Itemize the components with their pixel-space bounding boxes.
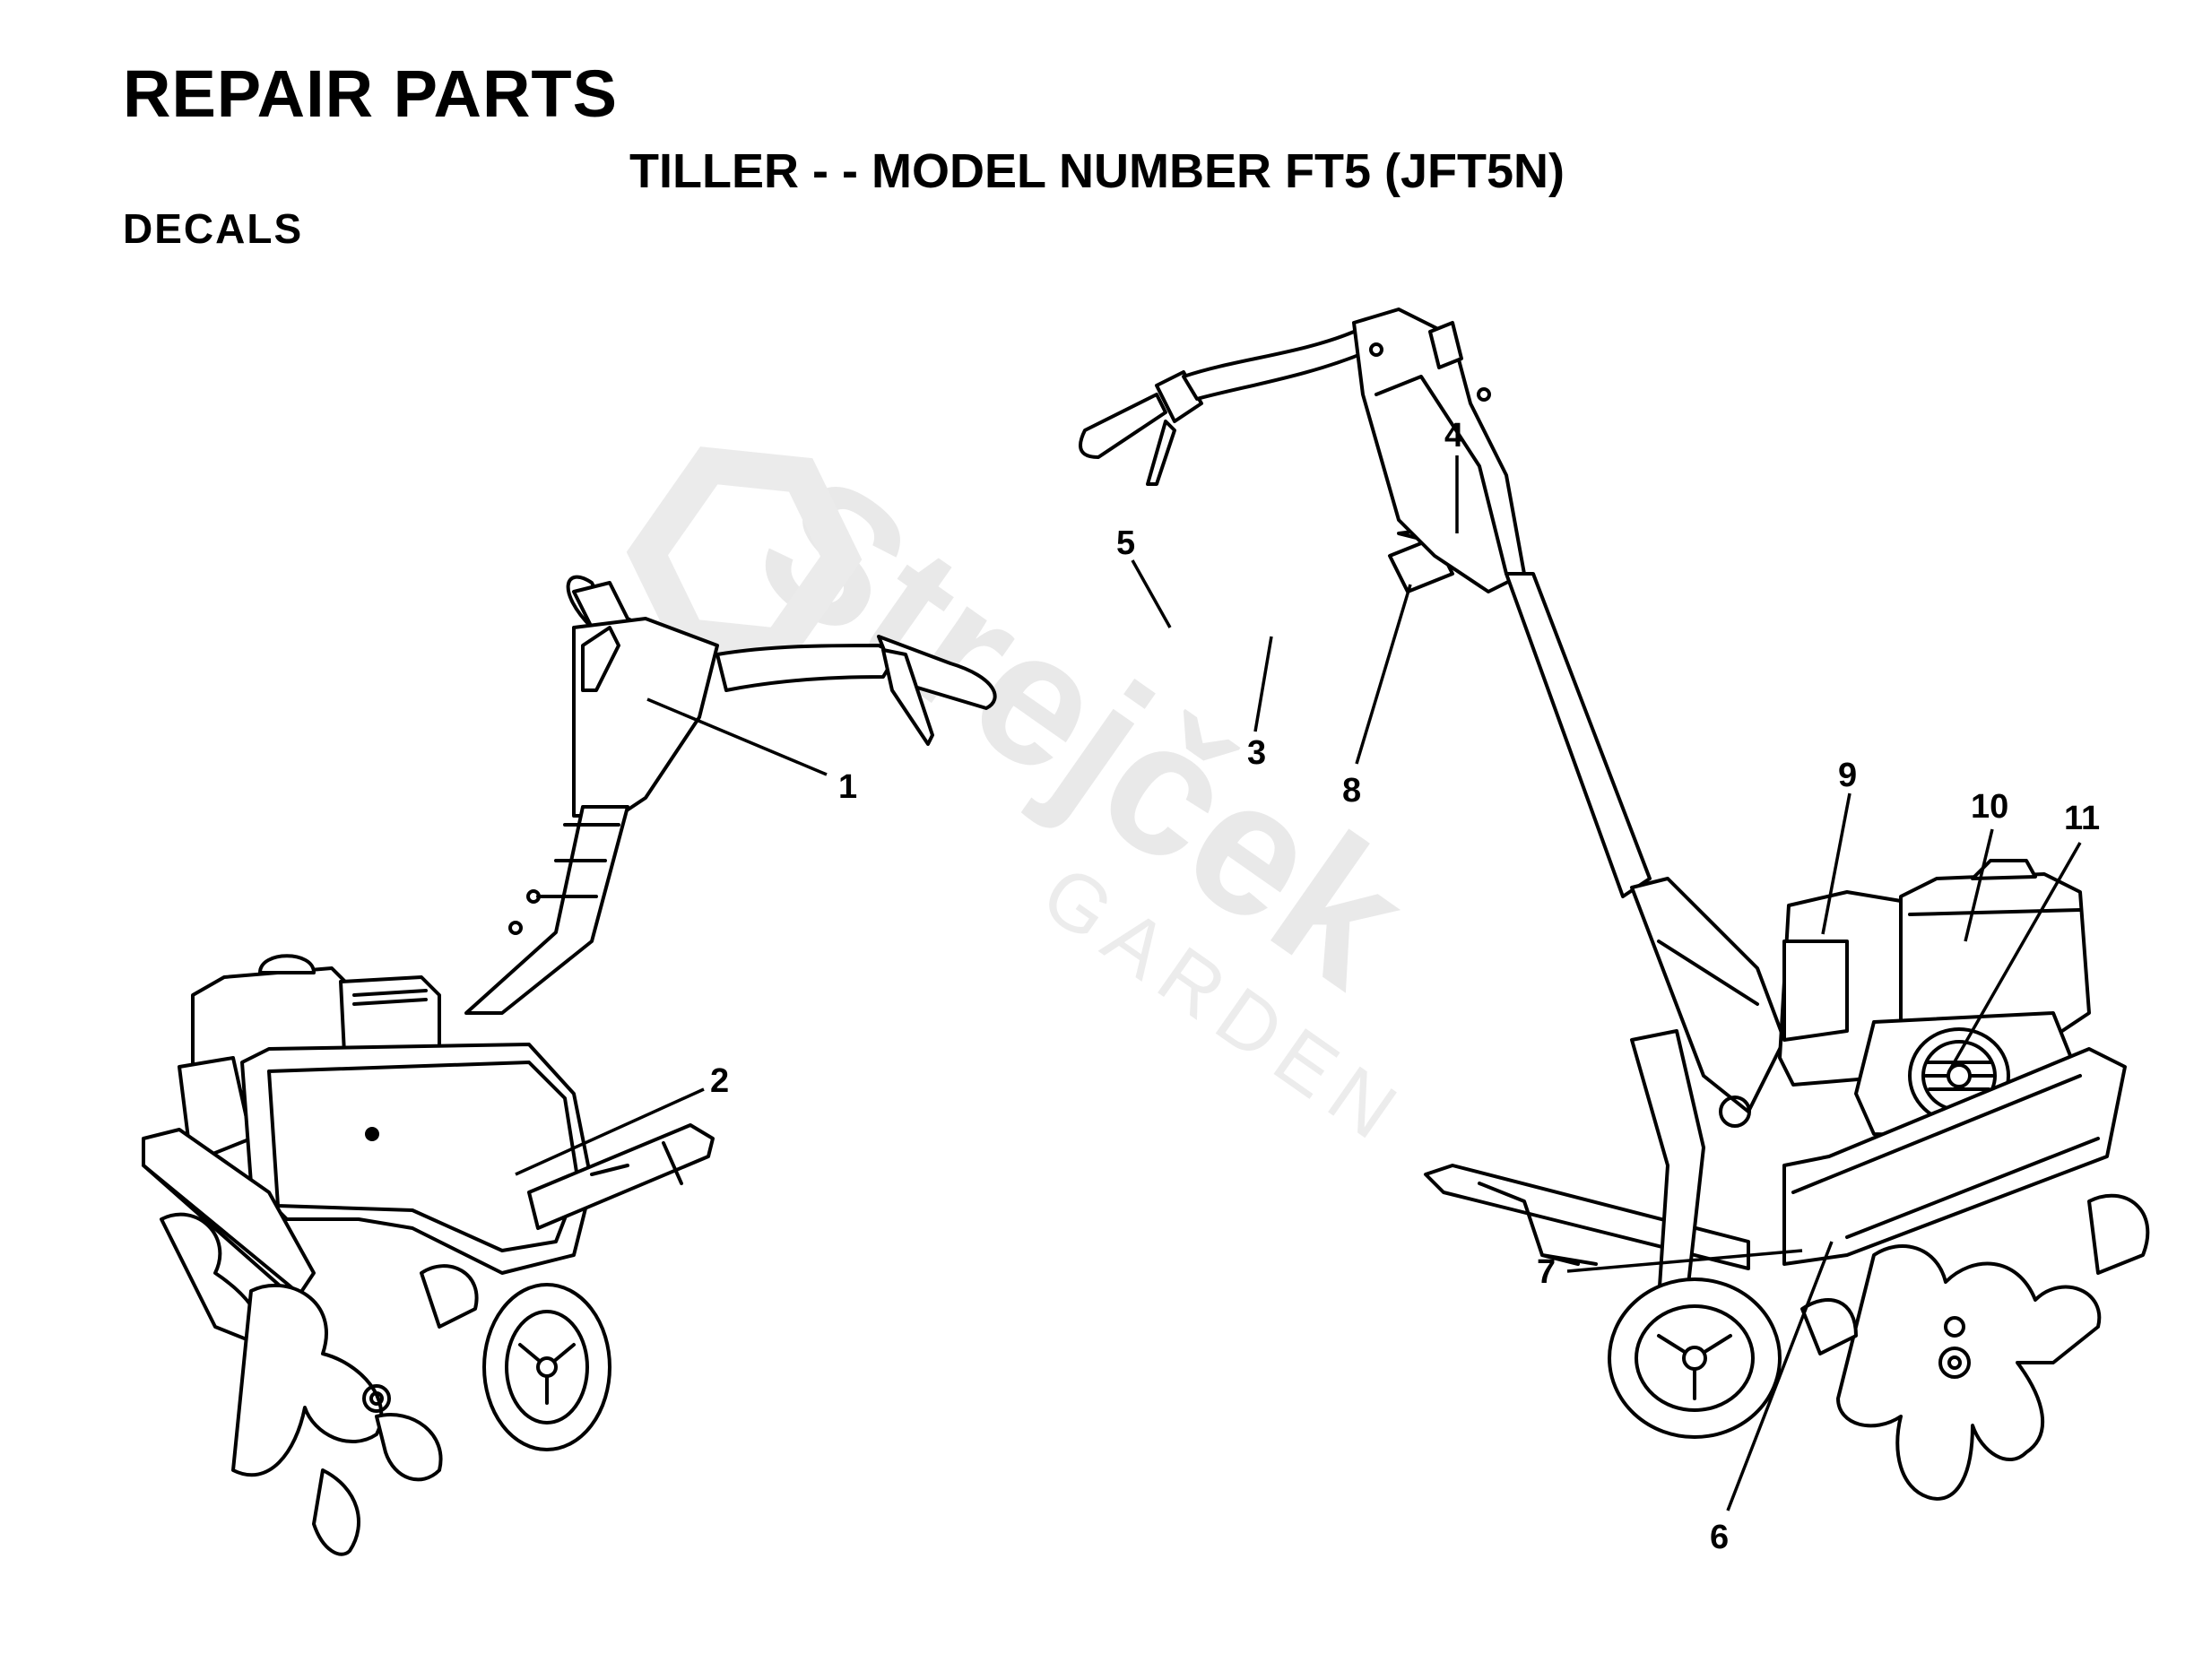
leader-line-6 [1726, 1241, 1834, 1511]
tiller-left-illustration [142, 575, 997, 1556]
watermark: Strejček GARDEN [722, 433, 1443, 1164]
leader-line-10 [1964, 828, 1994, 942]
leader-line-8 [1355, 584, 1412, 765]
leader-lines [515, 455, 2082, 1511]
page-title: REPAIR PARTS [123, 56, 618, 131]
leader-line-3 [1253, 636, 1273, 732]
callout-1: 1 [838, 768, 857, 806]
leader-line-7 [1566, 1249, 1803, 1273]
callout-5: 5 [1116, 524, 1135, 562]
section-heading: DECALS [123, 205, 304, 252]
leader-line-1 [646, 697, 828, 776]
callout-6: 6 [1710, 1519, 1729, 1556]
leader-line-11 [1948, 842, 2082, 1070]
callout-7: 7 [1537, 1253, 1556, 1291]
callout-10: 10 [1971, 788, 2008, 826]
callout-labels: 1 2 3 4 5 6 7 8 9 10 11 [710, 417, 2100, 1556]
callout-3: 3 [1247, 734, 1266, 772]
callout-11: 11 [2064, 800, 2100, 837]
model-subtitle: TILLER - - MODEL NUMBER FT5 (JFT5N) [629, 144, 1565, 198]
callout-2: 2 [710, 1062, 729, 1100]
tiller-right-illustration [1079, 307, 2150, 1501]
leader-line-9 [1821, 792, 1851, 935]
callout-8: 8 [1342, 772, 1361, 810]
leader-line-2 [515, 1087, 705, 1176]
leader-line-5 [1131, 559, 1172, 628]
callout-4: 4 [1444, 417, 1463, 455]
callout-9: 9 [1838, 757, 1857, 794]
